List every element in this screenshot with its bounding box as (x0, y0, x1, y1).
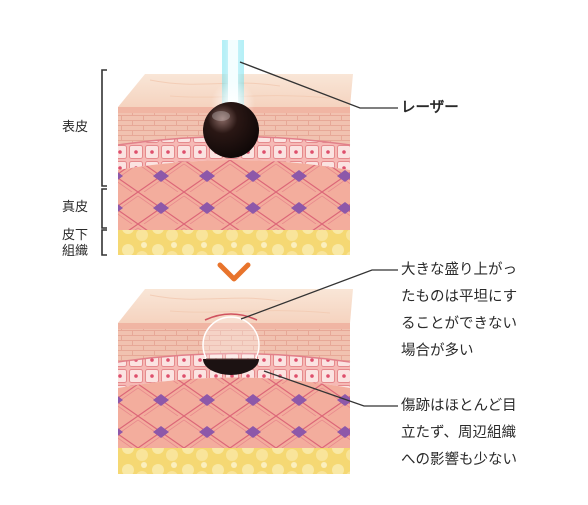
epidermis-label: 表皮 (62, 120, 89, 135)
laser-label: レーザー (401, 100, 459, 116)
bottom-note: 傷跡はほとんど目 立たず、周辺組織 への影響も少ない (401, 393, 517, 474)
top-note-line-2: たものは平坦にす (401, 289, 518, 305)
skin-block-after (118, 269, 398, 474)
top-note-line-4: 場合が多い (401, 343, 474, 359)
dermis-label: 真皮 (62, 200, 89, 215)
bottom-note-line-3: への影響も少ない (401, 452, 517, 468)
layer-brackets (101, 69, 107, 256)
top-note-line-3: ることができない (401, 316, 517, 332)
top-note-leader (240, 269, 398, 320)
top-note-line-1: 大きな盛り上がっ (401, 262, 517, 278)
laser-leader-line (239, 61, 398, 109)
chevron-down-icon (217, 262, 251, 282)
bottom-note-line-1: 傷跡はほとんど目 (401, 398, 517, 414)
bottom-note-line-2: 立たず、周辺組織 (401, 425, 516, 441)
top-note: 大きな盛り上がっ たものは平坦にす ることができない 場合が多い (401, 257, 517, 365)
subcutaneous-label-line-1: 皮下 (62, 228, 89, 243)
skin-bump (203, 102, 259, 158)
subcutaneous-label: 皮下 組織 (62, 228, 88, 260)
subcutaneous-label-line-2: 組織 (62, 244, 89, 259)
skin-block-before (118, 40, 398, 255)
residual-bump (203, 359, 259, 375)
bottom-note-leader (263, 370, 398, 407)
